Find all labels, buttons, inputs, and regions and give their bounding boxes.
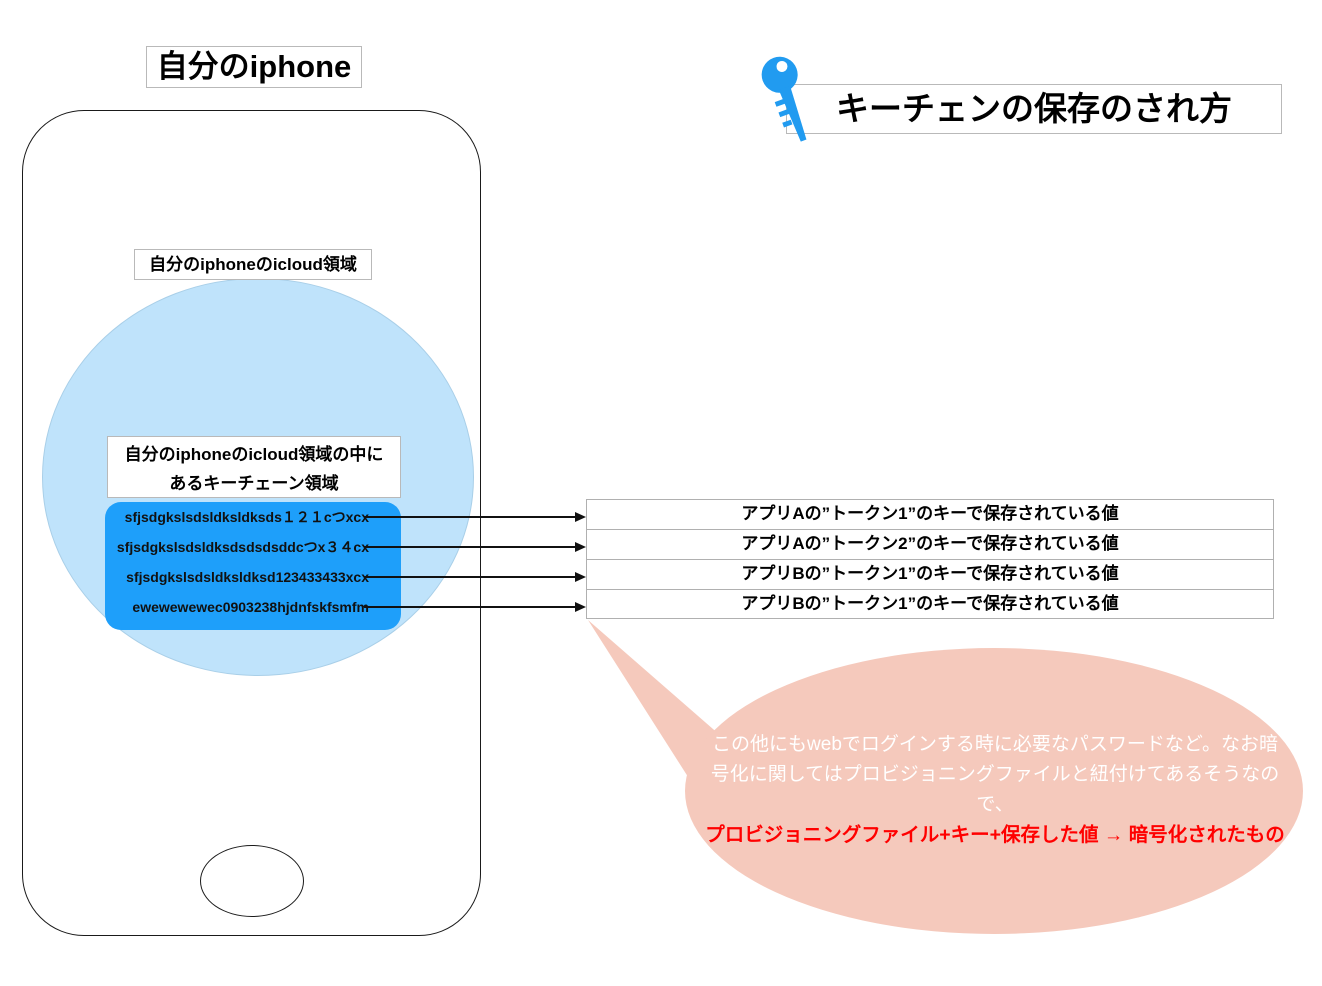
arrow-head-icon <box>575 542 586 552</box>
arrow-shaft <box>364 606 576 608</box>
table-row: アプリBの”トークン1”のキーで保存されている値 <box>586 589 1274 619</box>
keychain-region <box>105 502 401 630</box>
arrow-shaft <box>364 576 576 578</box>
connector-arrow <box>364 512 586 522</box>
arrow-head-icon <box>575 602 586 612</box>
arrow-shaft <box>364 546 576 548</box>
keychain-token-entry: sfjsdgkslsdsldksldksds１２１cつxcx <box>124 509 369 525</box>
home-button[interactable] <box>200 845 304 917</box>
arrow-head-icon <box>575 572 586 582</box>
table-row: アプリAの”トークン1”のキーで保存されている値 <box>586 499 1274 529</box>
connector-arrow <box>364 572 586 582</box>
arrow-shaft <box>364 516 576 518</box>
callout-line-3: プロビジョニングファイル+キー+保存した値 → 暗号化されたもの <box>705 824 1285 846</box>
key-icon <box>761 56 807 142</box>
connector-arrow <box>364 602 586 612</box>
arrow-head-icon <box>575 512 586 522</box>
keychain-token-entry: ewewewewec0903238hjdnfskfsmfm <box>132 599 369 615</box>
connector-arrow <box>364 542 586 552</box>
stored-values-table: アプリAの”トークン1”のキーで保存されている値 アプリAの”トークン2”のキー… <box>586 499 1274 619</box>
phone-title-label: 自分のiphone <box>146 46 362 88</box>
table-row: アプリBの”トークン1”のキーで保存されている値 <box>586 559 1274 589</box>
callout-line-1: この他にもwebでログインする時に必要なパスワードなど。なお暗 <box>712 734 1278 755</box>
keychain-region-label-line2: あるキーチェーン領域 <box>169 474 339 493</box>
keychain-token-entry: sfjsdgkslsdsldksldksd123433433xcx <box>126 569 369 585</box>
keychain-heading-label: キーチェンの保存のされ方 <box>786 84 1282 134</box>
keychain-region-label: 自分のiphoneのicloud領域の中に あるキーチェーン領域 <box>107 436 401 498</box>
keychain-region-label-line1: 自分のiphoneのicloud領域の中に <box>124 445 384 464</box>
icloud-region-label: 自分のiphoneのicloud領域 <box>134 249 372 280</box>
callout-text: この他にもwebでログインする時に必要なパスワードなど。なお暗 号化に関してはプ… <box>700 730 1290 850</box>
callout-bubble <box>685 648 1303 934</box>
callout-line-2: 号化に関してはプロビジョニングファイルと紐付けてあるそうなので、 <box>710 764 1280 815</box>
keychain-token-entry: sfjsdgkslsdsldksdsdsdsddcつx３４cx <box>116 539 369 555</box>
table-row: アプリAの”トークン2”のキーで保存されている値 <box>586 529 1274 559</box>
